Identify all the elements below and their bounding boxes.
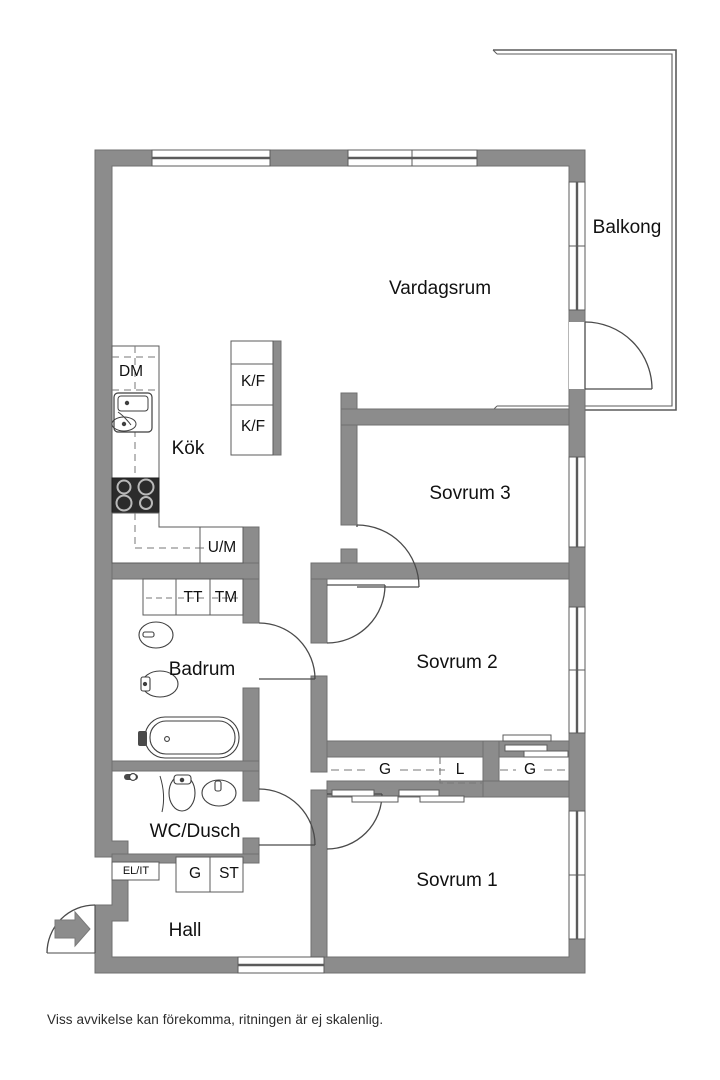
- fixture-labels: DM K/F K/F U/M TT TM EL/IT G ST G L G: [119, 363, 536, 882]
- room-label-living-room: Vardagsrum: [389, 278, 491, 299]
- room-label-bathroom: Badrum: [169, 659, 236, 680]
- window-bedroom-2: [568, 606, 586, 734]
- room-label-bedroom-3: Sovrum 3: [429, 483, 510, 504]
- dishwasher: [112, 356, 159, 391]
- electrical-it-box: [111, 861, 160, 881]
- toilet-icon: [140, 670, 179, 698]
- entrance-arrow-icon: [54, 910, 91, 948]
- fixture-label-linen-closet: L: [456, 761, 465, 778]
- kitchen-fixtures: [111, 340, 282, 564]
- fixture-label-wardrobe-hall: G: [189, 865, 201, 882]
- room-label-bedroom-1: Sovrum 1: [416, 870, 497, 891]
- cooktop-icon: [111, 477, 160, 514]
- washbasin-icon: [138, 621, 174, 649]
- fixture-label-dishwasher: DM: [119, 363, 143, 380]
- toilet-icon: [168, 774, 196, 812]
- shower-icon: [124, 773, 165, 813]
- sink-icon: [111, 392, 153, 433]
- bathroom-fixtures: [138, 621, 240, 759]
- laundry-row: [142, 578, 244, 616]
- fixture-label-fridge-freezer-1: K/F: [241, 373, 265, 390]
- door-wc-shower: [258, 788, 316, 846]
- window-bedroom-1: [568, 810, 586, 940]
- door-balcony: [584, 321, 653, 390]
- fixture-label-tumble-dryer: TT: [184, 589, 203, 606]
- entrance-door: [46, 904, 96, 954]
- bathtub-icon: [138, 716, 240, 759]
- fixture-label-electrical-it: EL/IT: [123, 865, 150, 877]
- room-label-kitchen: Kök: [172, 438, 205, 459]
- fixture-label-wardrobe-left: G: [379, 761, 391, 778]
- hall-closet-row: [175, 856, 244, 893]
- doors: [258, 321, 653, 850]
- drawing-caption: Viss avvikelse kan förekomma, ritningen …: [47, 1012, 384, 1027]
- fixture-label-wardrobe-right: G: [524, 761, 536, 778]
- window-bedroom-3: [568, 456, 586, 548]
- window-living-top-right: [347, 149, 478, 167]
- balcony-door-opening: [569, 322, 585, 389]
- room-label-hall: Hall: [169, 920, 202, 941]
- fixture-label-oven-microwave: U/M: [208, 539, 236, 556]
- window-living-top-left: [151, 149, 271, 167]
- closet-band-details: [331, 734, 569, 803]
- window-living-right: [568, 181, 586, 311]
- door-bedroom-3: [356, 524, 420, 588]
- washbasin-icon: [201, 779, 237, 807]
- oven-microwave: [199, 526, 244, 564]
- window-hall-bottom: [237, 956, 325, 974]
- door-bedroom-2: [326, 584, 386, 644]
- hall-closets: [111, 856, 244, 893]
- room-labels: Vardagsrum Kök Sovrum 3 Sovrum 2 Sovrum …: [150, 217, 662, 941]
- door-bathroom: [258, 622, 316, 680]
- room-label-bedroom-2: Sovrum 2: [416, 652, 497, 673]
- fixture-label-fridge-freezer-2: K/F: [241, 418, 265, 435]
- room-label-balcony: Balkong: [593, 217, 662, 238]
- windows: [151, 149, 586, 974]
- fridge-freezer-unit: [230, 340, 282, 456]
- fixture-label-cleaning-closet: ST: [219, 865, 239, 882]
- fixture-label-washing-machine: TM: [215, 589, 237, 606]
- wc-shower-fixtures: [124, 773, 237, 813]
- room-label-wc-shower: WC/Dusch: [150, 821, 241, 842]
